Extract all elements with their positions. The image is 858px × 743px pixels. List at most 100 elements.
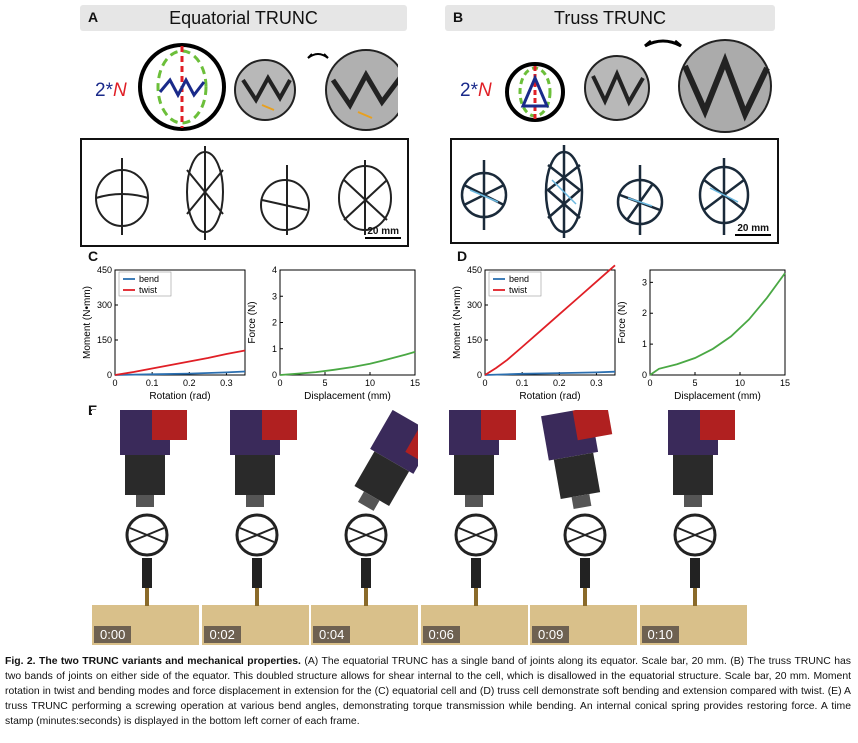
panel-b-formula: 2*N	[460, 80, 492, 102]
x-tick-label: 0.2	[553, 378, 566, 388]
x-axis-label: Displacement (mm)	[304, 391, 391, 402]
scale-bar-b-label: 20 mm	[737, 223, 769, 234]
drill-collar	[136, 495, 154, 507]
legend-label-twist: twist	[509, 285, 527, 295]
drill-housing	[699, 410, 735, 440]
drill-photo	[639, 410, 747, 645]
drill-chuck	[672, 455, 713, 495]
caption-text: (A) The equatorial TRUNC has a single ba…	[5, 656, 851, 727]
panel-b-schematic	[505, 39, 772, 133]
x-tick-label: 0	[277, 378, 282, 388]
y-tick-label: 0	[642, 370, 647, 380]
equatorial-cell-photos	[95, 146, 392, 240]
legend-box	[118, 271, 172, 297]
drill-housing	[480, 410, 516, 440]
series-line-twist	[484, 264, 616, 376]
trunc-cell	[454, 513, 497, 557]
x-axis-label: Displacement (mm)	[674, 391, 761, 402]
y-tick-label: 300	[467, 300, 482, 310]
drill-frame: 0:06	[420, 410, 528, 645]
y-tick-label: 0	[477, 370, 482, 380]
y-tick-label: 450	[97, 265, 112, 275]
drill-frame: 0:04	[311, 410, 418, 645]
time-stamp: 0:04	[313, 626, 351, 643]
panel-a-schematic	[138, 43, 398, 131]
x-tick-label: 15	[780, 378, 790, 388]
scale-bar-a: 20 mm	[365, 226, 401, 239]
trunc-struts	[348, 527, 384, 543]
trunc-cell	[344, 513, 388, 557]
trunc-struts	[239, 527, 274, 543]
panel-a-title: Equatorial TRUNC	[169, 8, 318, 28]
plot-frame	[114, 269, 246, 376]
screw	[473, 588, 478, 606]
formula-variable-b: N	[477, 80, 492, 101]
screw	[583, 588, 587, 606]
screw-bit	[361, 558, 371, 588]
trunc-cell	[673, 513, 716, 557]
y-tick-label: 2	[642, 308, 647, 318]
x-tick-label: 0.2	[183, 378, 196, 388]
x-tick-label: 5	[692, 378, 697, 388]
truss-cell-photos	[460, 145, 750, 238]
drill-collar	[357, 491, 380, 511]
x-tick-label: 0	[112, 378, 117, 388]
y-tick-label: 1	[642, 339, 647, 349]
screw	[254, 588, 259, 606]
legend-label-twist: twist	[139, 285, 157, 295]
drill-chuck	[553, 452, 601, 500]
caption-title: Fig. 2. The two TRUNC variants and mecha…	[5, 656, 301, 667]
drill-photo	[201, 410, 309, 645]
drill-collar	[683, 495, 702, 507]
time-stamp: 0:00	[94, 626, 132, 643]
panel-b-title: Truss TRUNC	[554, 8, 666, 28]
figure-caption: Fig. 2. The two TRUNC variants and mecha…	[5, 654, 851, 729]
drill-collar	[245, 495, 264, 507]
time-stamp: 0:10	[641, 626, 679, 643]
scale-bar-b: 20 mm	[735, 223, 771, 236]
plot-frame	[484, 269, 616, 376]
y-axis-label: Moment (N•mm)	[82, 286, 93, 359]
time-stamp: 0:09	[532, 626, 570, 643]
x-tick-label: 0.3	[590, 378, 603, 388]
drill-collar	[464, 495, 483, 507]
y-axis-label: Moment (N•mm)	[452, 286, 463, 359]
legend-box	[488, 271, 542, 297]
drill-frame: 0:00	[92, 410, 199, 645]
screw-bit	[470, 558, 481, 588]
scale-bar-a-label: 20 mm	[367, 226, 399, 237]
x-tick-label: 10	[735, 378, 745, 388]
screw-bit	[251, 558, 262, 588]
series-line-extension	[279, 351, 416, 376]
drill-housing	[405, 425, 418, 470]
series-line-bend	[114, 370, 246, 376]
time-stamp: 0:02	[203, 626, 241, 643]
panel-a-formula: 2*N	[95, 80, 127, 102]
series-line-twist	[114, 349, 246, 376]
trunc-struts	[458, 527, 493, 543]
trunc-struts	[129, 527, 165, 543]
trunc-struts	[567, 527, 603, 543]
drill-chuck	[354, 451, 410, 507]
panel-a-label: A	[88, 9, 99, 25]
screw-bit	[580, 558, 590, 588]
y-tick-label: 150	[467, 335, 482, 345]
x-axis-label: Rotation (rad)	[149, 391, 210, 402]
x-tick-label: 0.3	[220, 378, 233, 388]
y-tick-label: 3	[272, 291, 277, 301]
panel-b-header: B Truss TRUNC	[445, 5, 775, 31]
y-tick-label: 3	[642, 277, 647, 287]
drill-photo	[420, 410, 528, 645]
drill-housing	[152, 410, 187, 440]
x-tick-label: 5	[322, 378, 327, 388]
drill-photo	[530, 410, 637, 645]
y-tick-label: 150	[97, 335, 112, 345]
panel-a-header: A Equatorial TRUNC	[80, 5, 407, 31]
screw	[364, 588, 368, 606]
y-tick-label: 2	[272, 318, 277, 328]
drill-chuck	[125, 455, 165, 495]
drill-collar	[571, 494, 592, 509]
drill-frame: 0:09	[530, 410, 637, 645]
